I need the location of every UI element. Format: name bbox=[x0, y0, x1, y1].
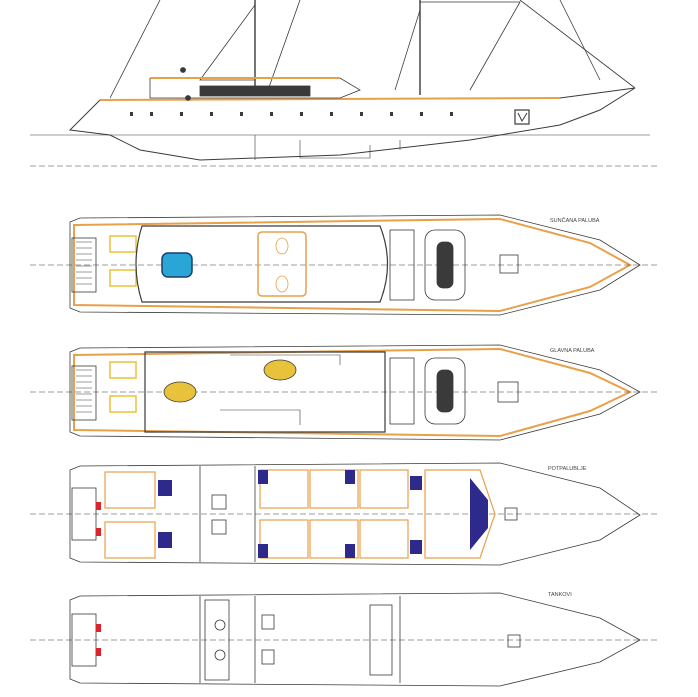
bathroom bbox=[345, 544, 355, 558]
tank-block bbox=[369, 604, 393, 676]
sunbed bbox=[109, 269, 137, 287]
table bbox=[275, 275, 289, 293]
tender-boat bbox=[424, 357, 466, 425]
bathroom bbox=[158, 480, 172, 496]
forepeak-hatch bbox=[504, 507, 518, 521]
deckhouse-windows bbox=[199, 85, 311, 97]
dining-table-aft bbox=[163, 381, 197, 403]
rigging-line bbox=[267, 0, 301, 91]
guest-cabin-5 bbox=[359, 469, 409, 509]
tender-boat-body bbox=[436, 369, 454, 413]
guest-cabin-6 bbox=[359, 519, 409, 559]
person-figure bbox=[185, 95, 191, 101]
sofa-outline bbox=[220, 409, 301, 425]
jacuzzi bbox=[161, 252, 193, 278]
guest-cabin-1 bbox=[259, 469, 309, 509]
deck-label-tank: TANKOVI bbox=[548, 592, 572, 598]
red-marker bbox=[96, 502, 101, 510]
jib-stay bbox=[519, 0, 636, 89]
forepeak-hatch bbox=[507, 634, 521, 648]
steering-station bbox=[389, 229, 415, 301]
sunbed bbox=[109, 361, 137, 379]
windlass bbox=[497, 381, 519, 403]
bathroom bbox=[410, 476, 422, 490]
bathroom bbox=[158, 532, 172, 548]
engine-unit bbox=[211, 519, 227, 535]
cabin-aft-port bbox=[104, 471, 156, 509]
deck-label-lower: POTPALUBLJE bbox=[548, 466, 587, 472]
tender-boat-body bbox=[436, 241, 454, 289]
cabin-aft-starboard bbox=[104, 521, 156, 559]
guest-cabin-4 bbox=[309, 519, 359, 559]
hull-outline bbox=[69, 344, 641, 441]
teak-rail bbox=[73, 217, 633, 313]
guest-cabin-3 bbox=[309, 469, 359, 509]
deck-rail-wood bbox=[99, 97, 561, 101]
hull-outline bbox=[69, 214, 641, 316]
person-figure bbox=[180, 67, 186, 73]
hull-outline bbox=[69, 462, 641, 566]
wheelhouse bbox=[389, 357, 415, 425]
aft-steps bbox=[71, 613, 97, 667]
interior-structure bbox=[254, 135, 401, 160]
tender-boat bbox=[424, 229, 466, 301]
windlass bbox=[499, 254, 519, 274]
aft-steps-treads bbox=[76, 241, 92, 285]
master-bathroom bbox=[470, 478, 488, 550]
engine-unit bbox=[211, 494, 227, 510]
engine-room bbox=[204, 599, 230, 681]
table bbox=[275, 237, 289, 255]
bathroom bbox=[345, 470, 355, 484]
profile-view bbox=[30, 0, 660, 167]
deck-sun-plan bbox=[30, 214, 660, 316]
deck-label-main: GLAVNA PALUBA bbox=[550, 348, 595, 354]
deck-lower-plan bbox=[30, 462, 660, 566]
red-marker bbox=[96, 648, 101, 656]
sun-deck-area bbox=[135, 225, 389, 303]
sunbed bbox=[109, 395, 137, 413]
bar-counter bbox=[230, 354, 341, 365]
saloon-area bbox=[144, 351, 386, 433]
deck-label-sun: SUNČANA PALUBA bbox=[550, 217, 600, 224]
bow-emblem-mark bbox=[517, 112, 528, 123]
sunbed bbox=[109, 235, 137, 253]
tank bbox=[261, 649, 275, 665]
portholes bbox=[130, 112, 453, 116]
tank bbox=[261, 614, 275, 630]
guest-cabin-2 bbox=[259, 519, 309, 559]
bathroom bbox=[258, 544, 268, 558]
rigging-line bbox=[394, 9, 421, 91]
bathroom bbox=[410, 540, 422, 554]
master-cabin bbox=[424, 469, 496, 559]
bathroom bbox=[258, 470, 268, 484]
aft-stay bbox=[109, 0, 161, 99]
bow-emblem bbox=[514, 109, 530, 125]
deck-tank-plan bbox=[30, 592, 660, 687]
aft-steps bbox=[71, 365, 97, 421]
aft-steps bbox=[71, 487, 97, 541]
deck-main-plan bbox=[30, 344, 660, 441]
engine-fitting bbox=[214, 649, 226, 661]
red-marker bbox=[96, 528, 101, 536]
aft-steps bbox=[71, 237, 97, 293]
engine-fitting bbox=[214, 619, 226, 631]
aft-steps-treads bbox=[76, 369, 92, 413]
fore-sail bbox=[420, 1, 521, 91]
lounge-seating bbox=[257, 231, 307, 297]
red-marker bbox=[96, 624, 101, 632]
jib-sail bbox=[559, 0, 601, 81]
dining-table-saloon bbox=[263, 359, 297, 381]
main-sail bbox=[199, 4, 256, 81]
hull-outline bbox=[69, 592, 641, 687]
